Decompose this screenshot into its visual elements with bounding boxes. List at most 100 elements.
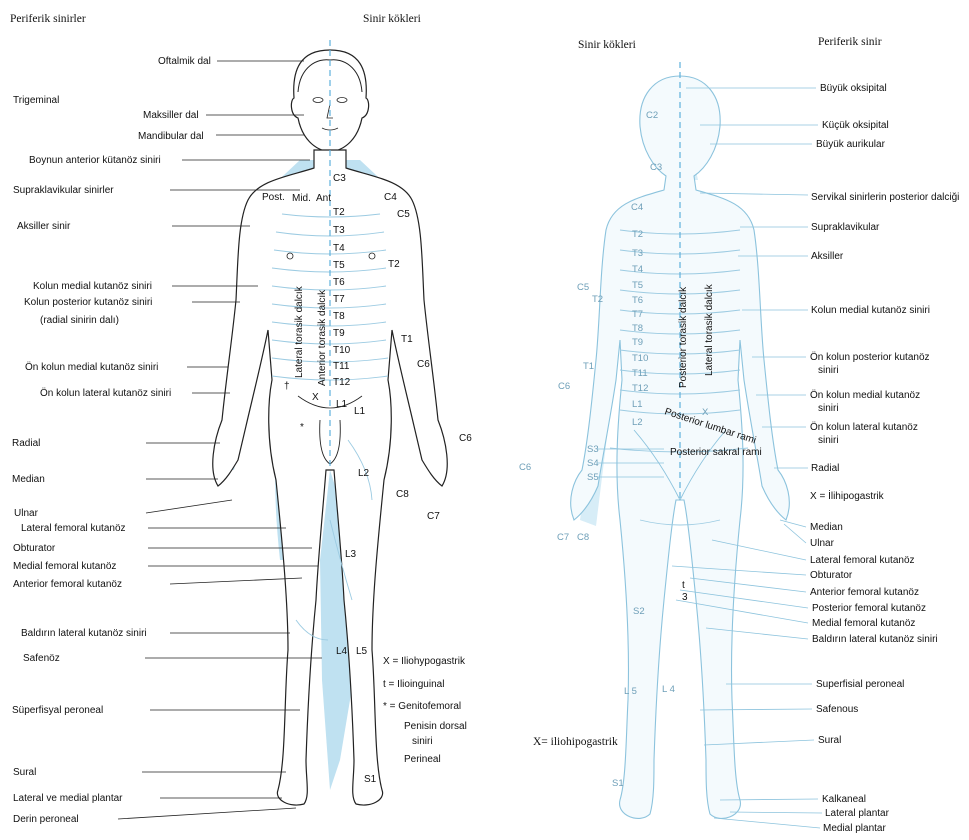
label-anterior-femoral: Anterior femoral kutanöz [13, 579, 122, 590]
label-lateral-femoral: Lateral femoral kutanöz [21, 523, 126, 534]
back-root-c8: C8 [577, 532, 589, 543]
label-buyuk-aurikular: Büyük aurikular [816, 139, 886, 150]
root-c7: C7 [427, 511, 440, 522]
root-star: * [300, 422, 304, 433]
root-t7: T7 [333, 294, 345, 305]
label-medial-plantar: Medial plantar [823, 823, 886, 834]
root-l2: L2 [358, 468, 370, 479]
label-lateral-thoracic: Lateral torasik dalcık [294, 285, 305, 378]
label-radial-dali: (radial sinirin dalı) [40, 315, 119, 326]
root-t2: T2 [333, 207, 345, 218]
root-t11: T11 [333, 361, 350, 372]
back-root-t: t [682, 580, 685, 591]
label-obturator-back: Obturator [810, 570, 853, 581]
label-maksiller: Maksiller dal [143, 110, 199, 121]
root-l1b: L1 [354, 406, 366, 417]
back-root-s4: S4 [587, 458, 599, 469]
back-root-t4: T4 [632, 264, 643, 275]
back-root-c6: C6 [558, 381, 570, 392]
back-body-figure [571, 62, 790, 818]
root-mid: Mid. [292, 193, 311, 204]
label-medial-femoral-back: Medial femoral kutanöz [812, 618, 915, 629]
label-posterior-thoracic: Posterior torasik dalcık [678, 286, 689, 388]
root-ant: Ant [316, 193, 331, 204]
back-root-l4: L 4 [662, 684, 675, 695]
back-root-c5: C5 [577, 282, 589, 293]
label-sural-back: Sural [818, 735, 841, 746]
back-root-c3: C3 [650, 162, 662, 173]
root-t12: T12 [333, 377, 351, 388]
label-mandibular: Mandibular dal [138, 131, 204, 142]
back-root-l5: L 5 [624, 686, 637, 697]
label-onkol-medial: Ön kolun medial kutanöz siniri [25, 361, 158, 373]
label-safenous: Safenous [816, 704, 858, 715]
back-root-s3: S3 [587, 444, 599, 455]
label-radial-back: Radial [811, 463, 839, 474]
label-posterior-sakral: Posterior sakral rami [670, 447, 762, 458]
root-t3: T3 [333, 225, 345, 236]
back-root-l2: L2 [632, 417, 643, 428]
label-onkol-medial-siniri: siniri [818, 403, 839, 414]
root-t2-right: T2 [388, 259, 400, 270]
label-superfisyal: Süperfisyal peroneal [12, 705, 103, 716]
root-s1: S1 [364, 774, 377, 785]
header-right-peripheral: Periferik sinir [818, 36, 882, 48]
root-l3: L3 [345, 549, 357, 560]
back-root-c4: C4 [631, 202, 643, 213]
label-onkol-posterior-siniri: siniri [818, 365, 839, 376]
label-kucuk-oksipital: Küçük oksipital [822, 120, 889, 131]
root-c5: C5 [397, 209, 410, 220]
root-dagger: † [284, 381, 290, 392]
root-t8: T8 [333, 311, 345, 322]
label-onkol-lateral-back: Ön kolun lateral kutanöz [810, 421, 918, 433]
root-l5: L5 [356, 646, 368, 657]
legend-penisin: Penisin dorsal [404, 721, 467, 732]
legend-siniri: siniri [412, 736, 433, 747]
label-baldirin: Baldırın lateral kutanöz siniri [21, 628, 147, 639]
back-root-t6: T6 [632, 295, 643, 306]
root-t10: T10 [333, 345, 351, 356]
root-t9: T9 [333, 328, 345, 339]
legend-iliohypogastrik: X = Iliohypogastrik [383, 656, 466, 667]
header-right-roots: Sinir kökleri [578, 39, 636, 51]
root-t4: T4 [333, 243, 345, 254]
label-kolun-medial: Kolun medial kutanöz siniri [33, 281, 152, 292]
back-root-t3: T3 [632, 248, 643, 259]
label-median: Median [12, 474, 45, 485]
label-kolun-medial-back: Kolun medial kutanöz siniri [811, 305, 930, 316]
label-radial: Radial [12, 438, 40, 449]
back-root-x: X [702, 407, 709, 418]
root-c6: C6 [417, 359, 430, 370]
label-superfisial-peroneal: Superfisial peroneal [816, 679, 904, 690]
label-servikal: Servikal sinirlerin posterior dalciği [811, 192, 959, 203]
back-root-s2: S2 [633, 606, 645, 617]
label-onkol-lateral-siniri: siniri [818, 435, 839, 446]
root-x: X [312, 392, 319, 403]
back-root-l1: L1 [632, 399, 643, 410]
label-aksiller: Aksiller sinir [17, 221, 71, 232]
back-root-c6-hand: C6 [519, 462, 531, 473]
label-lateral-thoracic-back: Lateral torasik dalcık [704, 283, 715, 376]
label-boynun: Boynun anterior kütanöz siniri [29, 155, 161, 166]
label-anterior-thoracic: Anterior torasik dalcık [317, 289, 328, 386]
label-medial-femoral: Medial femoral kutanöz [13, 561, 116, 572]
legend-ilioinguinal: t = Ilioinguinal [383, 679, 444, 690]
label-onkol-posterior: Ön kolun posterior kutanöz [810, 351, 930, 363]
front-body-figure [213, 40, 447, 805]
root-l4: L4 [336, 646, 348, 657]
back-root-t8: T8 [632, 323, 643, 334]
label-onkol-lateral: Ön kolun lateral kutanöz siniri [40, 387, 171, 399]
back-root-s5: S5 [587, 472, 599, 483]
label-median-back: Median [810, 522, 843, 533]
root-post: Post. [262, 192, 285, 203]
root-c3: C3 [333, 173, 346, 184]
label-oftalmik: Oftalmik dal [158, 56, 211, 67]
header-left-peripheral: Periferik sinirler [10, 13, 86, 25]
label-posterior-femoral: Posterior femoral kutanöz [812, 603, 926, 614]
back-root-t2l: T2 [592, 294, 603, 305]
label-supraklavikular: Supraklavikular sinirler [13, 185, 114, 196]
root-c6-hand: C6 [459, 433, 472, 444]
back-root-t10: T10 [632, 353, 648, 364]
legend-perineal: Perineal [404, 754, 441, 765]
